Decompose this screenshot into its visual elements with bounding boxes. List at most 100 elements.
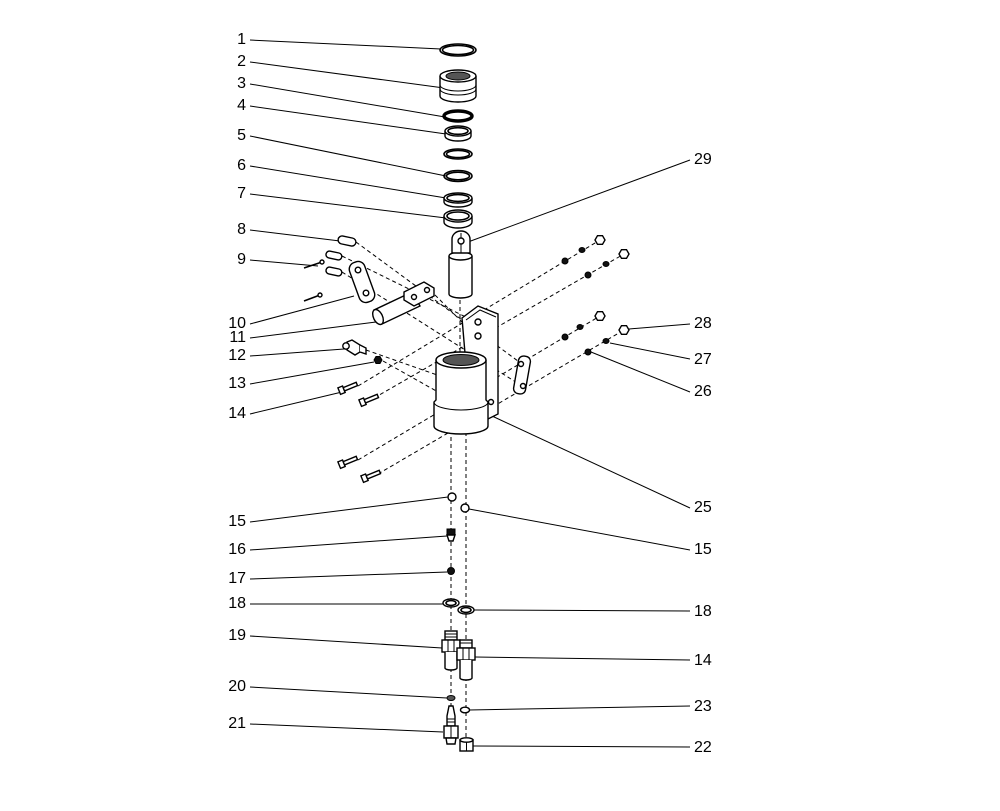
link-plate-10 [348, 260, 376, 304]
callout-28: 28 [694, 315, 712, 332]
fitting-thread [444, 630, 458, 641]
leader-16 [249, 535, 448, 551]
gland-body [439, 76, 477, 103]
leader-6 [249, 165, 447, 199]
callout-1: 1 [237, 31, 246, 48]
pin [325, 250, 343, 261]
bolt-shank [342, 455, 359, 466]
pin [325, 266, 343, 277]
plate-hole [354, 266, 362, 274]
callout-8: 8 [237, 221, 246, 238]
fork-hole [423, 286, 431, 294]
callout-14-right: 14 [694, 652, 712, 669]
callout-17: 17 [228, 570, 246, 587]
callout-18-right: 18 [694, 603, 712, 620]
plate-hole [519, 382, 527, 390]
link-plate [348, 260, 376, 304]
leader-21 [249, 723, 444, 733]
plate-hole [362, 289, 370, 297]
backup-ring-6 [443, 192, 473, 208]
leader-lines [249, 39, 691, 748]
callout-4: 4 [237, 97, 246, 114]
callout-7: 7 [237, 185, 246, 202]
plate-hole [517, 360, 525, 368]
callout-12: 12 [228, 347, 246, 364]
washer-23 [459, 706, 471, 714]
callout-5: 5 [237, 127, 246, 144]
clevis-hole [457, 237, 465, 245]
ball-15 [447, 492, 470, 513]
leader-13 [249, 361, 375, 385]
nut [373, 356, 383, 364]
leader-18-right [473, 609, 691, 612]
callouts-right: 29 28 27 26 25 15 18 14 23 22 [694, 151, 712, 756]
bracket-hole [474, 332, 482, 340]
leader-26 [590, 351, 691, 393]
bleed-screw-21 [443, 705, 459, 745]
cotter-eye [319, 259, 325, 265]
body-bore [442, 354, 480, 366]
fork-hole [410, 293, 418, 301]
o-ring-inner [441, 44, 475, 56]
leader-10 [249, 295, 355, 325]
screw-base [445, 737, 457, 745]
cotter-eye [317, 292, 323, 298]
bolt [336, 381, 359, 396]
nut [618, 248, 630, 259]
o-ring-inner [445, 149, 471, 159]
nut-22 [459, 737, 474, 752]
assembly-line [377, 329, 625, 475]
nut [618, 325, 630, 335]
lock-washer [561, 257, 569, 265]
callout-14: 14 [228, 405, 246, 422]
leader-28 [628, 323, 691, 330]
leader-17 [249, 571, 448, 580]
leader-3 [249, 83, 446, 118]
gland-groove [439, 84, 477, 92]
nut [594, 311, 606, 321]
leader-29 [467, 159, 691, 243]
callout-21: 21 [228, 715, 246, 732]
pin-8 [325, 235, 357, 277]
ball [447, 567, 455, 575]
wiper-ring-7 [443, 209, 473, 229]
link-plate-right [512, 355, 532, 395]
washer [446, 695, 456, 701]
plug-thread [446, 528, 456, 536]
cotter-pin [303, 261, 323, 269]
callout-13: 13 [228, 375, 246, 392]
o-ring-outer [439, 43, 477, 57]
plug-16 [446, 528, 456, 542]
fitting-body [444, 652, 458, 671]
bolt-shank [342, 381, 359, 392]
lock-washer [584, 271, 592, 279]
pump-body-25 [433, 351, 489, 435]
callout-15-right: 15 [694, 541, 712, 558]
body-cylinder [433, 360, 489, 435]
lever-arm-11 [372, 281, 435, 326]
leader-2 [249, 61, 445, 89]
callout-27: 27 [694, 351, 712, 368]
piston-rod-29 [448, 230, 473, 299]
grease-fitting-12 [342, 339, 367, 356]
bolt [357, 393, 380, 408]
fitting-hex [456, 647, 476, 661]
cotter-pin [303, 294, 321, 302]
screw-tip [446, 705, 456, 727]
backup-ring-4 [444, 125, 472, 142]
bolt [336, 455, 359, 470]
callout-29: 29 [694, 151, 712, 168]
gland-groove [439, 88, 477, 96]
bolt [359, 469, 382, 484]
callout-2: 2 [237, 53, 246, 70]
callout-20: 20 [228, 678, 246, 695]
callout-10: 10 [228, 315, 246, 332]
leader-12 [249, 348, 345, 357]
washer-20 [446, 695, 456, 701]
bolt-shank [365, 469, 382, 480]
callouts-left: 1 2 3 4 5 6 7 8 9 10 11 12 13 14 15 16 1… [228, 31, 246, 732]
lever-fork [403, 281, 435, 307]
assembly-line [429, 289, 477, 337]
rod-shaft [448, 256, 473, 299]
ring-inner [447, 126, 469, 136]
